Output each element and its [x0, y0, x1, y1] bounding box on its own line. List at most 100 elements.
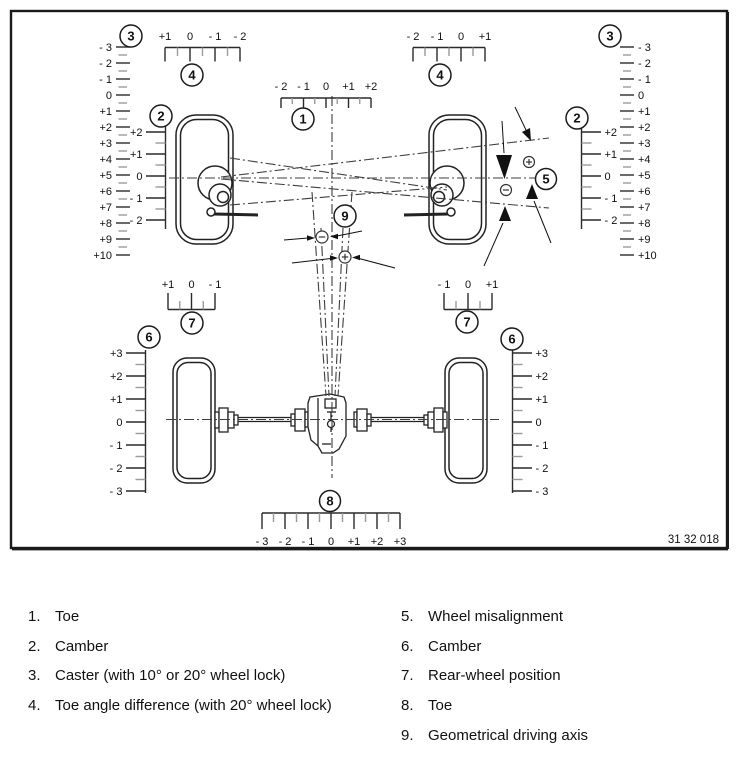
scale-caster-right: - 3- 2- 10+1+2+3+4+5+6+7+8+9+10	[620, 42, 657, 262]
legend-label: Geometrical driving axis	[428, 726, 589, 744]
scale-label: +2	[605, 127, 618, 139]
scale-label: +8	[99, 218, 112, 230]
legend-column-right: 5. Wheel misalignment 6. Camber 7. Rear-…	[401, 602, 588, 750]
callout-9: 9	[333, 204, 357, 228]
legend-item-wheel-misalignment: 5. Wheel misalignment	[401, 602, 588, 632]
scale-label: - 2	[407, 31, 420, 43]
scale-camber-front-left: +2+10- 1- 2	[130, 121, 167, 229]
legend-number: 4.	[28, 697, 41, 715]
scale-label: 0	[458, 31, 464, 43]
callout-3-left: 3	[119, 24, 143, 48]
scale-label: +1	[348, 536, 361, 548]
scale-label: - 3	[110, 486, 123, 498]
annotation-arrows	[283, 106, 552, 269]
callout-circle	[455, 310, 479, 334]
driving-axis-arrow-plus-right	[352, 254, 396, 269]
legend-label: Toe angle difference (with 20° wheel loc…	[55, 697, 332, 715]
scale-label: +3	[638, 138, 651, 150]
figure-number: 31 32 018	[668, 534, 719, 546]
callout-circle	[149, 104, 173, 128]
callout-circle	[428, 63, 452, 87]
legend-number: 6.	[401, 637, 414, 655]
scale-label: +1	[605, 149, 618, 161]
scale-label: - 2	[110, 463, 123, 475]
scale-label: 0	[536, 417, 542, 429]
scale-label: - 1	[536, 440, 549, 452]
scale-label: 0	[187, 31, 193, 43]
scale-label: +2	[99, 122, 112, 134]
legend-number: 2.	[28, 637, 41, 655]
legend-number: 8.	[401, 697, 414, 715]
scale-label: - 1	[431, 31, 444, 43]
scale-label: +5	[638, 170, 651, 182]
scale-label: +2	[371, 536, 384, 548]
scale-label: +2	[365, 81, 378, 93]
driving-axis-fan-1	[311, 191, 327, 397]
callout-7-left: 7	[180, 311, 204, 335]
scale-label: 0	[188, 279, 194, 291]
scale-label: - 2	[279, 536, 292, 548]
callout-circle	[180, 311, 204, 335]
legend-label: Wheel misalignment	[428, 608, 564, 626]
callout-8: 8	[318, 489, 342, 513]
scale-caster-left: - 3- 2- 10+1+2+3+4+5+6+7+8+9+10	[93, 42, 130, 262]
scale-label: - 2	[99, 58, 112, 70]
misalignment-arrow-up-left	[483, 206, 511, 267]
legend-item-caster: 3. Caster (with 10° or 20° wheel lock)	[28, 661, 332, 691]
driving-axis-fan-4	[337, 191, 353, 397]
callout-number: 8	[326, 494, 333, 509]
scale-label: - 1	[110, 440, 123, 452]
legend-label: Camber	[428, 637, 482, 655]
scale-label: 0	[136, 171, 142, 183]
scale-label: +9	[99, 234, 112, 246]
misalignment-arrow-top	[514, 106, 531, 141]
misalignment-arrow-big-down	[496, 120, 512, 179]
scale-label: - 1	[302, 536, 315, 548]
legend-number: 9.	[401, 726, 414, 744]
scale-label: - 1	[99, 74, 112, 86]
scale-label: +5	[99, 170, 112, 182]
callout-circle	[119, 24, 143, 48]
rear-right-wheel	[444, 357, 488, 484]
callout-number: 3	[606, 29, 613, 44]
scale-label: - 2	[234, 31, 247, 43]
front-toe-line-cross-down	[229, 186, 448, 206]
scale-label: 0	[323, 81, 329, 93]
scale-label: +3	[110, 348, 123, 360]
front-right-sensor-head	[403, 165, 465, 217]
alignment-diagram: - 3- 2- 10+1+2+3+4+5+6+7+8+9+10- 3- 2- 1…	[9, 9, 730, 551]
callout-2-left: 2	[149, 104, 173, 128]
legend-item-camber-rear: 6. Camber	[401, 632, 588, 662]
scale-label: - 1	[297, 81, 310, 93]
legend-number: 3.	[28, 667, 41, 685]
callout-circle	[565, 106, 589, 130]
scale-label: +7	[638, 202, 651, 214]
callout-number: 2	[573, 111, 580, 126]
legend-item-toe-rear: 8. Toe	[401, 691, 588, 721]
driving-axis-fan-3	[334, 227, 344, 397]
scale-label: - 1	[209, 279, 222, 291]
callout-number: 6	[145, 330, 152, 345]
legend-label: Toe	[428, 697, 453, 715]
scale-label: +1	[536, 394, 549, 406]
figure-frame	[9, 9, 730, 551]
scale-label: +4	[99, 154, 112, 166]
legend-item-camber-front: 2. Camber	[28, 632, 332, 662]
scale-label: +3	[536, 348, 549, 360]
legend-item-toe-angle-difference: 4. Toe angle difference (with 20° wheel …	[28, 691, 332, 721]
callout-4-right: 4	[428, 63, 452, 87]
scale-label: - 2	[605, 215, 618, 227]
legend-number: 7.	[401, 667, 414, 685]
scale-label: - 1	[638, 74, 651, 86]
callout-circle	[318, 489, 342, 513]
scale-label: +6	[638, 186, 651, 198]
legend-number: 5.	[401, 608, 414, 626]
